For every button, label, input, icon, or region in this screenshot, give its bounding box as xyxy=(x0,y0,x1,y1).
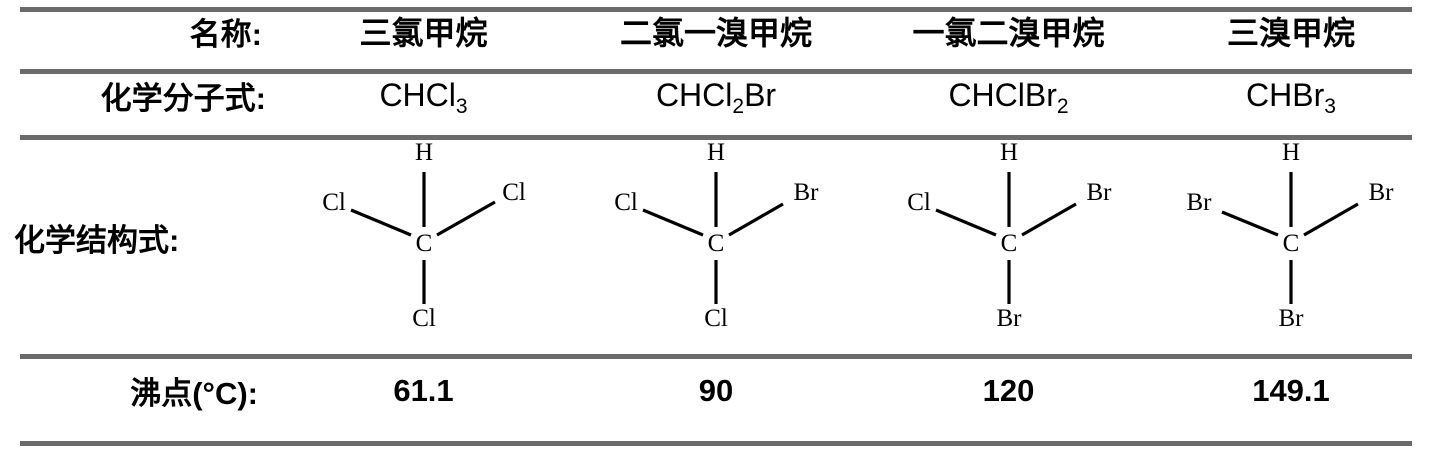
formula-sub-4: 3 xyxy=(1324,94,1336,118)
row-label-molecular-formula: 化学分子式: xyxy=(100,80,266,116)
bond-right-2 xyxy=(728,202,784,237)
table-rule-under-structure xyxy=(20,354,1412,359)
bond-left-1 xyxy=(349,208,412,237)
atom-label-left-3: Cl xyxy=(907,189,931,216)
bond-right-3 xyxy=(1020,202,1077,237)
atom-label-bottom-4: Br xyxy=(1279,305,1305,332)
structure-diagram-1: H Cl Cl C Cl xyxy=(322,139,526,332)
table-rule-top xyxy=(20,7,1412,12)
structure-diagram-3: H Cl Br C Br xyxy=(907,139,1112,332)
structure-diagram-2: H Cl Br C Cl xyxy=(614,139,820,332)
column-header-2: 二氯一溴甲烷 xyxy=(619,15,812,51)
atom-label-right-3: Br xyxy=(1086,179,1112,206)
bond-left-3 xyxy=(934,208,997,237)
formula-main-4: CHBr xyxy=(1246,76,1325,113)
formula-sub-1: 3 xyxy=(455,94,468,118)
row-label-structural-formula: 化学结构式: xyxy=(14,223,180,258)
atom-label-top-3: H xyxy=(999,139,1017,166)
molecular-formula-4: CHBr3 xyxy=(1246,76,1336,118)
atom-label-bottom-2: Cl xyxy=(704,305,728,332)
formula-main-1: CHCl xyxy=(379,76,456,113)
atom-label-bottom-1: Cl xyxy=(412,305,436,332)
table-rule-bottom xyxy=(20,441,1412,446)
atom-label-left-2: Cl xyxy=(614,189,638,216)
atom-label-left-4: Br xyxy=(1187,189,1213,216)
molecular-formula-cell-4: CHBr3 xyxy=(1152,62,1430,128)
table-rule-under-name xyxy=(20,69,1412,74)
molecular-formula-2: CHCl2Br xyxy=(655,76,777,118)
atom-label-center-2: C xyxy=(708,230,725,257)
molecular-formula-cell-2: CHCl2Br xyxy=(567,62,865,128)
formula-main-2: CHCl xyxy=(655,76,733,113)
structure-cell-1: H Cl Cl C Cl xyxy=(280,128,567,347)
structure-cell-2: H Cl Br C Cl xyxy=(567,128,865,347)
boiling-point-3: 120 xyxy=(982,372,1035,408)
bond-right-1 xyxy=(435,200,496,237)
column-header-4: 三溴甲烷 xyxy=(1226,15,1355,51)
atom-label-right-4: Br xyxy=(1369,179,1395,206)
column-header-1: 三氯甲烷 xyxy=(359,15,488,51)
table-rule-under-formula xyxy=(20,135,1412,140)
structure-cell-4: H Br Br C Br xyxy=(1152,128,1430,347)
bond-left-2 xyxy=(642,208,704,237)
formula-tail-2: Br xyxy=(744,76,777,113)
molecular-formula-1: CHCl3 xyxy=(379,76,467,118)
boiling-point-2: 90 xyxy=(698,372,734,408)
atom-label-top-1: H xyxy=(414,139,432,166)
atom-label-left-1: Cl xyxy=(322,189,346,216)
molecular-formula-3: CHClBr2 xyxy=(948,76,1068,118)
atom-label-right-2: Br xyxy=(794,179,820,206)
atom-label-center-4: C xyxy=(1283,230,1300,257)
atom-label-top-2: H xyxy=(707,139,725,166)
bond-left-4 xyxy=(1221,210,1279,237)
atom-label-right-1: Cl xyxy=(502,179,526,206)
row-label-name: 名称: xyxy=(189,16,262,52)
bond-right-4 xyxy=(1303,202,1359,237)
formula-sub-3: 2 xyxy=(1056,94,1069,118)
formula-sub-2: 2 xyxy=(732,94,745,118)
structure-diagram-4: H Br Br C Br xyxy=(1187,139,1395,332)
atom-label-center-3: C xyxy=(1000,230,1017,257)
structure-cell-3: H Cl Br C Br xyxy=(865,128,1152,347)
column-header-3: 一氯二溴甲烷 xyxy=(912,15,1105,51)
atom-label-bottom-3: Br xyxy=(996,305,1022,332)
boiling-point-1: 61.1 xyxy=(393,372,454,408)
molecular-formula-cell-1: CHCl3 xyxy=(280,62,567,128)
row-label-boiling-point: 沸点(°C): xyxy=(130,376,258,411)
atom-label-center-1: C xyxy=(415,230,432,257)
boiling-point-4: 149.1 xyxy=(1252,372,1330,408)
formula-main-3: CHClBr xyxy=(948,76,1057,113)
atom-label-top-4: H xyxy=(1282,139,1300,166)
molecular-formula-cell-3: CHClBr2 xyxy=(865,62,1152,128)
